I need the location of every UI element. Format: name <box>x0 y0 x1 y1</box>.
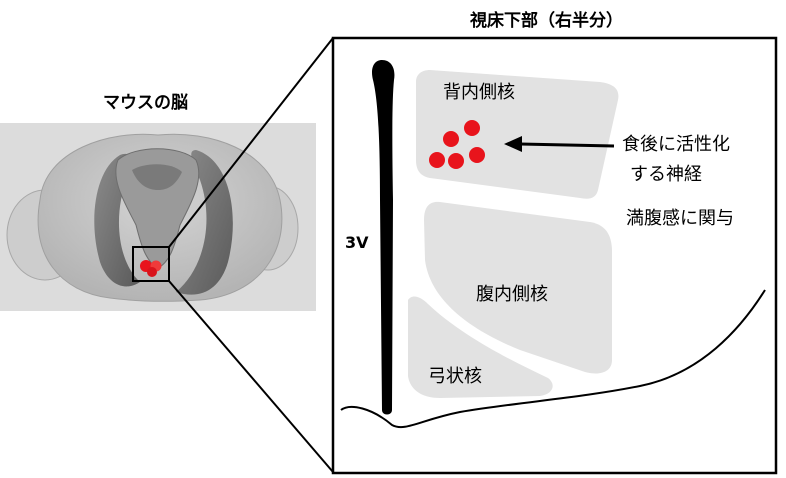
ventromedial-nucleus-label: 腹内側核 <box>476 284 548 305</box>
arcuate-nucleus-label: 弓状核 <box>428 366 482 387</box>
panel-title: 視床下部（右半分） <box>470 11 623 31</box>
active-neurons <box>429 120 485 169</box>
brain-neuron-dot <box>147 267 157 277</box>
dorsomedial-nucleus <box>416 70 619 199</box>
annotation-line-3: 満腹感に関与 <box>626 208 734 229</box>
annotation-line-2: する神経 <box>630 164 702 185</box>
right-fiber-tract <box>176 150 233 295</box>
zoom-connector-bottom <box>168 280 334 473</box>
third-ventricle <box>372 60 395 415</box>
annotation-line-1: 食後に活性化 <box>622 134 730 155</box>
neuron-dot <box>464 120 480 136</box>
annotation-arrow-shaft <box>519 142 615 148</box>
dorsomedial-nucleus-label: 背内側核 <box>443 82 515 103</box>
neuron-dot <box>448 153 464 169</box>
zoom-connector-top <box>168 37 334 248</box>
neuron-dot <box>443 131 459 147</box>
brain-title: マウスの脳 <box>103 93 188 113</box>
arcuate-nucleus <box>408 296 553 398</box>
left-fiber-tract <box>94 153 140 287</box>
neuron-dot <box>469 147 485 163</box>
annotation-arrow-head <box>504 136 522 152</box>
third-ventricle-label: 3V <box>345 233 369 252</box>
mouse-brain-illustration <box>0 123 316 311</box>
neuron-dot <box>429 152 445 168</box>
brain-core-detail <box>132 164 182 190</box>
hypothalamus-panel <box>331 36 778 475</box>
selection-box <box>132 246 170 282</box>
ventromedial-nucleus <box>424 201 612 374</box>
hypothalamus-floor-contour <box>340 289 766 429</box>
